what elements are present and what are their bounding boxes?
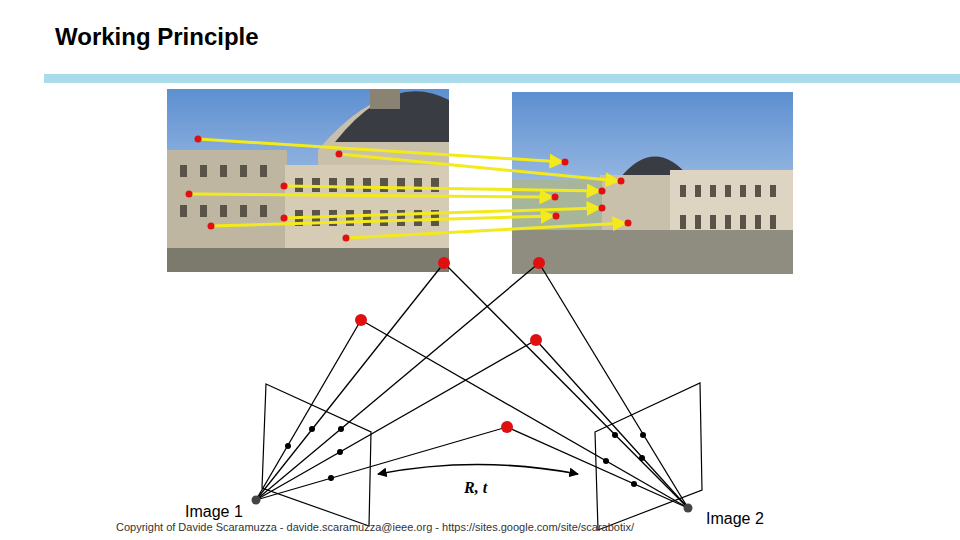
header-bar <box>44 74 960 83</box>
projection-rays <box>256 263 688 508</box>
motion-arrow <box>378 465 578 475</box>
scene-points <box>355 257 545 433</box>
camera-label: Image 1 <box>185 503 243 521</box>
image-plane <box>595 383 702 530</box>
copyright-note: Copyright of Davide Scaramuzza - davide.… <box>116 521 634 533</box>
feature-dots <box>186 136 632 242</box>
projections <box>252 426 693 513</box>
photo-left <box>167 89 449 272</box>
camera-label: Image 2 <box>706 510 764 528</box>
image-plane <box>262 384 371 526</box>
photo-right <box>512 92 793 274</box>
slide-title: Working Principle <box>55 23 259 51</box>
motion-label: R, t <box>464 479 487 497</box>
match-arrows <box>189 139 626 238</box>
